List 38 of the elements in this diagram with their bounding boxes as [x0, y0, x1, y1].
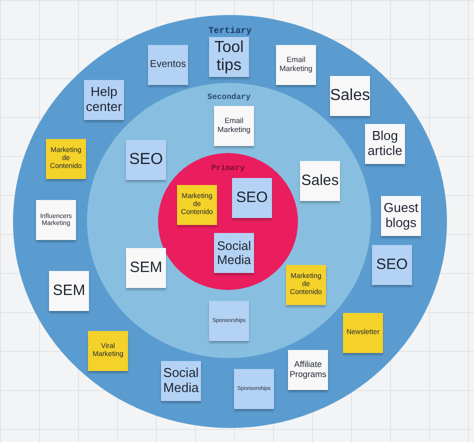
- sticky-note: [300, 161, 340, 201]
- sticky-note: [288, 350, 328, 390]
- sticky-note: [126, 140, 166, 180]
- sticky-note: [234, 369, 274, 409]
- ring-label: Primary: [211, 164, 245, 173]
- sticky-note: [49, 271, 89, 311]
- sticky-note: [46, 139, 86, 179]
- note-text: Affiliate Programs: [288, 360, 328, 380]
- sticky-note: [126, 248, 166, 288]
- ring-label: Tertiary: [208, 26, 252, 36]
- note-text: SEM: [52, 282, 86, 300]
- sticky-note: [36, 200, 76, 240]
- sticky-note: [214, 106, 254, 146]
- sticky-note: [214, 233, 254, 273]
- ring-label: Secondary: [207, 93, 251, 102]
- note-text: SEO: [129, 150, 163, 170]
- sticky-note: [343, 313, 383, 353]
- note-text: Sales: [301, 172, 339, 190]
- sticky-note: [330, 76, 370, 116]
- note-text: Sales: [330, 86, 370, 106]
- sticky-note: [372, 245, 412, 285]
- sticky-note: [88, 331, 128, 371]
- sticky-note: [177, 185, 217, 225]
- note-text: Help center: [84, 85, 124, 115]
- note-text: Tool tips: [213, 38, 245, 76]
- sticky-note: [232, 178, 272, 218]
- sticky-note: [286, 265, 326, 305]
- note-text: Blog article: [366, 129, 404, 159]
- note-text: SEO: [236, 189, 268, 207]
- note-text: Social Media: [216, 238, 252, 268]
- note-text: Eventos: [150, 59, 186, 71]
- sticky-note: [276, 45, 316, 85]
- note-text: SEM: [130, 259, 162, 277]
- note-text: Guest blogs: [382, 201, 420, 231]
- note-text: SEO: [376, 256, 408, 274]
- sticky-note: [148, 45, 188, 85]
- note-text: Social Media: [162, 366, 200, 396]
- sticky-note: [209, 301, 249, 341]
